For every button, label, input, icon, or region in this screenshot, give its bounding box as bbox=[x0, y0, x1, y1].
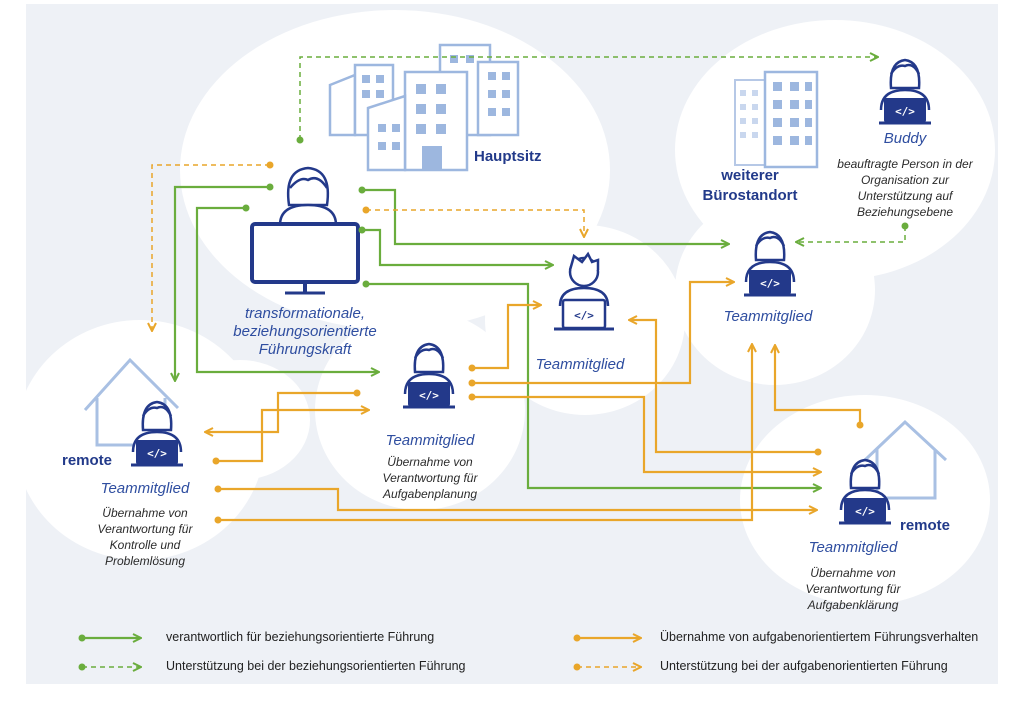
legend-orange-dashed-label: Unterstützung bei der aufgabenorientiert… bbox=[660, 659, 948, 673]
legend-green-solid-label: verantwortlich für beziehungsorientierte… bbox=[166, 630, 435, 644]
buddy-desc-line3: Unterstützung auf bbox=[857, 189, 953, 203]
buddy-role: Buddy bbox=[883, 130, 927, 147]
location-buero-line1: weiterer bbox=[721, 167, 779, 184]
member-left-desc-line3: Kontrolle und bbox=[109, 538, 181, 552]
member-mid-role: Teammitglied bbox=[385, 432, 475, 449]
member-mid-desc-line3: Aufgabenplanung bbox=[382, 487, 478, 501]
orange-solid-arrows bbox=[206, 282, 860, 520]
member-left-desc-line1: Übernahme von bbox=[102, 506, 188, 520]
office-building-icon bbox=[734, 70, 819, 169]
member-right-desc-line3: Aufgabenklärung bbox=[807, 598, 899, 612]
member-mid-desc-line1: Übernahme von bbox=[387, 455, 473, 469]
member-right-desc-line2: Verantwortung für bbox=[805, 582, 901, 596]
orange-dashed-arrows bbox=[152, 165, 584, 330]
member-right-desc-line1: Übernahme von bbox=[810, 566, 896, 580]
legend-green-dashed-label: Unterstützung bei der beziehungsorientie… bbox=[166, 659, 466, 673]
green-dashed-arrows bbox=[300, 57, 905, 242]
leader-label-line2: beziehungsorientierte bbox=[233, 323, 377, 340]
legend-orange-solid-label: Übernahme von aufgabenorientiertem Führu… bbox=[660, 630, 979, 644]
member-center-role: Teammitglied bbox=[535, 356, 625, 373]
buddy-desc-line2: Organisation zur bbox=[860, 173, 950, 187]
member-left-role: Teammitglied bbox=[100, 480, 190, 497]
member-mid-desc-line2: Verantwortung für bbox=[382, 471, 478, 485]
buddy-desc-line1: beauftragte Person in der bbox=[837, 157, 973, 171]
member-left-desc-line4: Problemlösung bbox=[104, 554, 186, 568]
location-buero-line2: Bürostandort bbox=[702, 187, 798, 204]
location-remote-right: remote bbox=[900, 517, 951, 534]
member-left-desc-line2: Verantwortung für bbox=[97, 522, 193, 536]
leader-label-line3: Führungskraft bbox=[258, 341, 352, 358]
svg-text:</>: </> bbox=[574, 309, 594, 322]
buddy-desc-line4: Beziehungsebene bbox=[856, 205, 954, 219]
location-hauptsitz: Hauptsitz bbox=[474, 148, 542, 165]
member-right-role: Teammitglied bbox=[808, 539, 898, 556]
leader-label-line1: transformationale, bbox=[244, 305, 366, 322]
location-remote-left: remote bbox=[62, 452, 113, 469]
member-office-role: Teammitglied bbox=[723, 308, 813, 325]
